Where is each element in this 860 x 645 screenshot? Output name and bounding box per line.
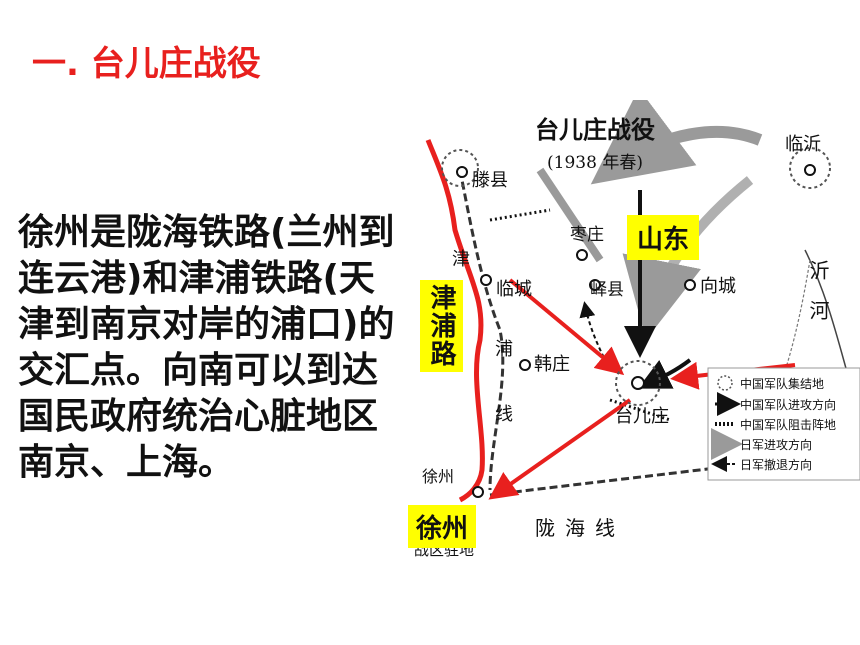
place-taierzhuang: 台儿庄 — [615, 406, 669, 427]
place-hanzhuang: 韩庄 — [534, 354, 570, 375]
dotted-circle-icon — [717, 375, 733, 391]
legend-label-3: 日军进攻方向 — [740, 437, 812, 452]
place-linyi: 临沂 — [785, 134, 821, 155]
node-xuzhou — [472, 486, 484, 498]
japanese-advance-west — [536, 167, 604, 263]
japanese-advance-linyi — [590, 100, 763, 185]
legend-label-1: 中国军队进攻方向 — [740, 397, 836, 412]
map-legend: 中国军队集结地 中国军队进攻方向 中国军队阻击阵地 日军进攻方向 日军撤退方向 — [707, 367, 860, 481]
yi-river — [774, 259, 811, 401]
legend-label-2: 中国军队阻击阵地 — [740, 417, 836, 432]
chinese-attack-arrow — [637, 358, 692, 389]
place-zaozhuang: 枣庄 — [570, 225, 604, 245]
place-longhai: 陇海线 — [535, 516, 625, 540]
japanese-retreat-arrow — [579, 301, 611, 371]
longhai-railway — [489, 463, 741, 497]
gathering-circle-linyi — [789, 147, 831, 189]
place-pu: 浦 — [495, 339, 513, 360]
blocking-position — [609, 398, 671, 422]
place-xian: 线 — [495, 404, 513, 425]
map-title: 台儿庄战役 — [535, 116, 655, 144]
node-yixian — [589, 279, 601, 291]
place-yixian: 峄县 — [590, 280, 624, 300]
place-yi-river: 沂河 — [806, 260, 830, 340]
battle-map-svg: 台儿庄战役 (1938 年春) 滕县 临沂 枣庄 峄县 向城 临城 韩庄 台儿庄… — [414, 100, 860, 559]
place-xuzhou: 徐州 — [422, 467, 454, 486]
slide-body-text: 徐州是陇海铁路(兰州到连云港)和津浦铁路(天津到南京对岸的浦口)的交汇点。向南可… — [18, 212, 395, 483]
label-xuzhou: 徐州 — [408, 505, 477, 548]
red-arrow-lincheng — [508, 278, 625, 376]
map-subtitle: (1938 年春) — [547, 153, 643, 173]
node-lincheng — [480, 274, 492, 286]
gathering-circle-tengxian — [441, 149, 479, 187]
label-jinpu-road: 津浦路 — [420, 280, 463, 372]
node-tengxian — [456, 166, 468, 178]
red-jinpu-line — [425, 139, 485, 503]
node-taierzhuang — [631, 376, 645, 390]
jinpu-railway — [458, 169, 505, 491]
label-shandong: 山东 — [627, 215, 700, 260]
place-jin: 津 — [452, 249, 470, 270]
node-hanzhuang — [519, 359, 531, 371]
legend-label-0: 中国军队集结地 — [740, 376, 824, 391]
legend-label-4: 日军撤退方向 — [740, 457, 812, 472]
red-arrow-xuzhou — [488, 398, 632, 500]
node-zaozhuang — [576, 249, 588, 261]
node-linyi — [804, 164, 816, 176]
gathering-circle-taierzhuang — [615, 360, 661, 406]
node-xiangcheng — [684, 279, 696, 291]
battle-map: 台儿庄战役 (1938 年春) 滕县 临沂 枣庄 峄县 向城 临城 韩庄 台儿庄… — [410, 100, 860, 570]
slide-title: 一. 台儿庄战役 — [32, 44, 261, 84]
place-lincheng: 临城 — [496, 279, 532, 300]
place-xiangcheng: 向城 — [700, 276, 736, 297]
place-tengxian: 滕县 — [472, 170, 508, 191]
blocking-position — [489, 208, 551, 222]
